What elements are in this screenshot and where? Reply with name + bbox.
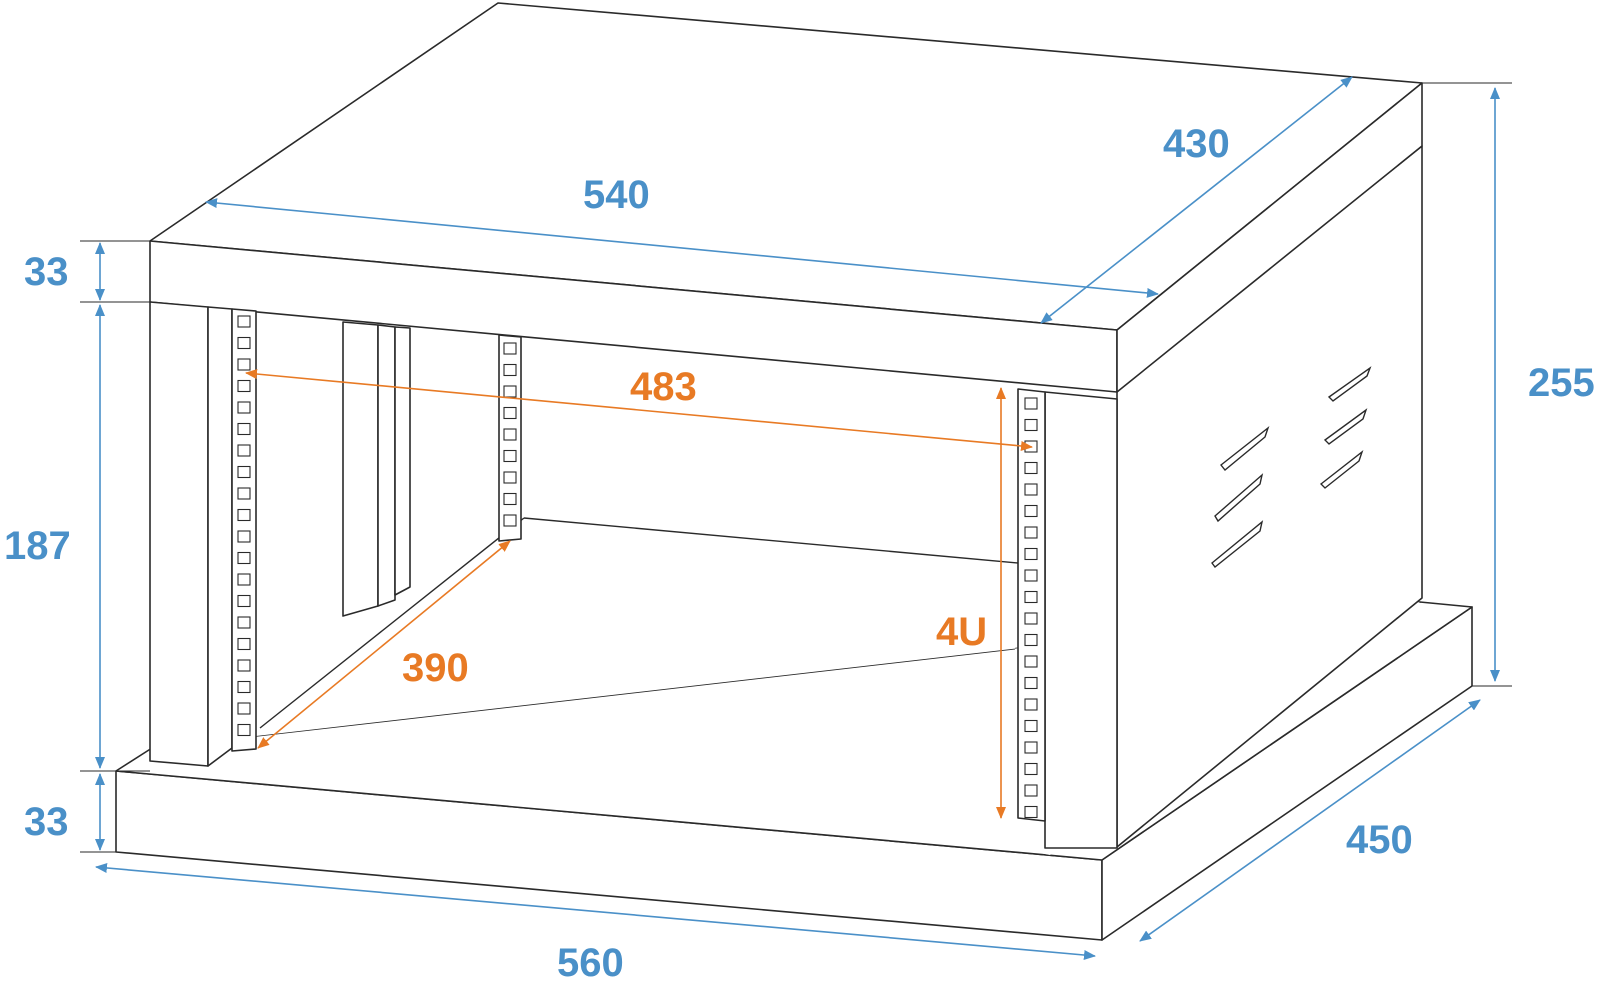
rail-hole: [237, 379, 251, 393]
rail-hole: [503, 471, 517, 484]
rail-hole: [503, 428, 517, 441]
rail-hole: [237, 465, 251, 479]
rail-hole: [503, 385, 517, 398]
rail-hole: [1024, 676, 1038, 690]
vent-slots: [1211, 366, 1372, 568]
rack-units-label: 4U: [936, 610, 987, 654]
rail-hole: [1024, 418, 1038, 432]
rail-hole: [237, 659, 251, 672]
rail-hole: [237, 573, 251, 586]
top-depth-dimension-line: [1040, 76, 1353, 324]
rail-hole: [503, 342, 517, 355]
lid-height-label: 33: [24, 250, 69, 294]
rail-hole: [237, 444, 251, 457]
rail-hole: [1024, 784, 1038, 797]
rack-width-label: 483: [630, 365, 697, 409]
rail-hole: [1024, 569, 1038, 582]
rail-hole: [237, 487, 251, 500]
top-width-label: 540: [583, 173, 650, 217]
rail-hole: [1024, 483, 1038, 496]
dimension-labels: 540 430 255 33 187 33 560 450 483 390 4U: [4, 122, 1595, 981]
rail-hole: [237, 637, 251, 651]
base-width-label: 560: [557, 941, 624, 981]
rail-hole: [237, 723, 251, 737]
rail-hole: [1024, 397, 1038, 410]
rail-hole: [237, 594, 251, 608]
rail-hole: [503, 492, 517, 506]
rail-hole: [237, 680, 251, 694]
rail-hole: [1024, 547, 1038, 561]
rail-hole: [237, 702, 251, 715]
body-height-label: 187: [4, 524, 71, 568]
rail-hole: [237, 616, 251, 629]
rack-depth-label: 390: [402, 646, 469, 690]
extension-lines: [80, 82, 1512, 853]
top-width-dimension-line: [205, 198, 1159, 298]
right-post: [1017, 388, 1118, 849]
rail-hole: [237, 551, 251, 565]
rack-depth-dimension-line: [257, 540, 511, 749]
rack-width-dimension-line: [245, 369, 1033, 451]
base-width-dimension-line: [95, 862, 1096, 961]
rail-hole: [237, 358, 251, 371]
rail-hole: [237, 530, 251, 543]
rail-hole: [1024, 526, 1038, 539]
rail-hole: [503, 514, 517, 527]
rail-hole: [237, 422, 251, 436]
top-depth-label: 430: [1163, 122, 1230, 166]
base-height-label: 33: [24, 800, 69, 844]
rail-hole: [237, 401, 251, 414]
rail-hole: [237, 336, 251, 350]
rail-hole: [503, 406, 517, 420]
rail-hole: [1024, 504, 1038, 518]
rail-hole: [1024, 461, 1038, 475]
outer-dimensions: [95, 76, 1500, 961]
rail-hole: [1024, 698, 1038, 711]
rail-hole: [503, 363, 517, 377]
rail-hole: [503, 449, 517, 463]
rail-hole: [1024, 655, 1038, 668]
rail-hole: [1024, 612, 1038, 625]
rail-hole: [1024, 590, 1038, 604]
total-height-label: 255: [1528, 361, 1595, 405]
rail-hole: [1024, 719, 1038, 733]
inner-dimensions: [245, 369, 1033, 819]
rail-hole: [1024, 741, 1038, 754]
rail-hole: [237, 315, 251, 328]
rail-hole: [1024, 633, 1038, 647]
rail-hole: [237, 508, 251, 522]
base-depth-label: 450: [1346, 818, 1413, 862]
rail-hole: [1024, 805, 1038, 819]
base-depth-dimension-line: [1139, 699, 1481, 942]
rail-hole: [1024, 762, 1038, 776]
